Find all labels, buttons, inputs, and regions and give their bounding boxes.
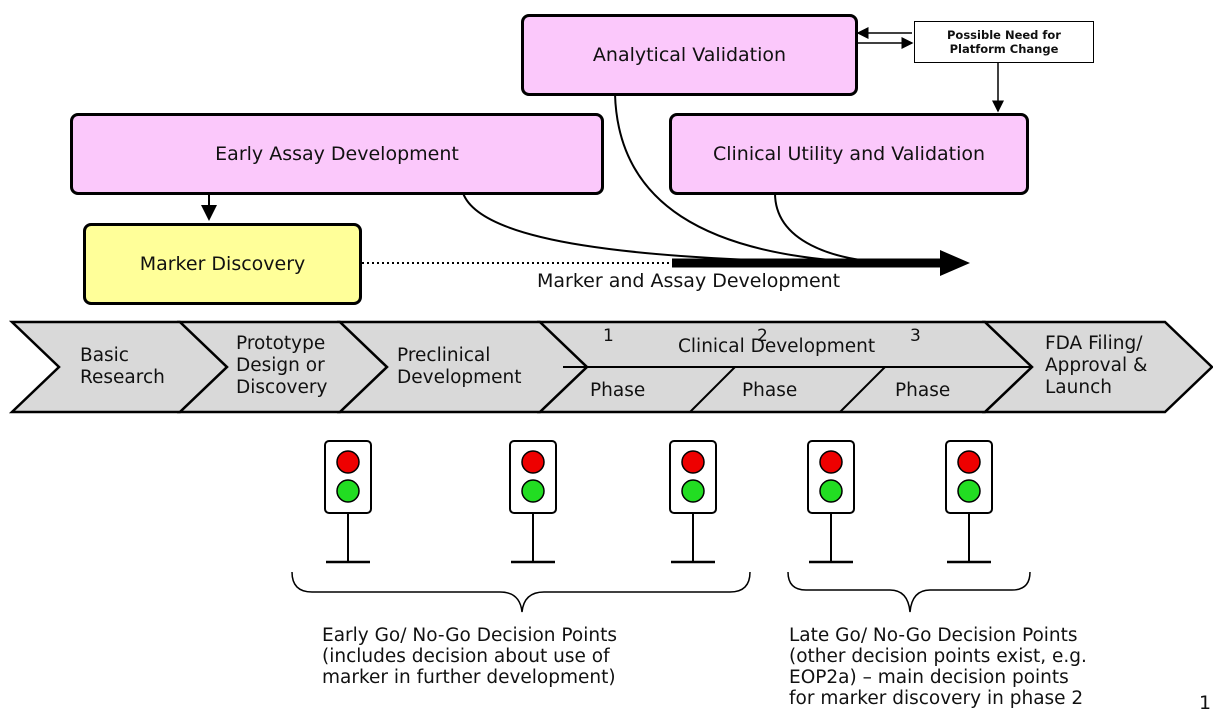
phase-2-label: Phase — [742, 380, 798, 401]
analytical-validation-box: Analytical Validation — [521, 14, 858, 96]
phase-number-3: 3 — [910, 326, 921, 346]
stage-basic-research: Basic Research — [80, 345, 165, 388]
traffic-light-2 — [509, 440, 557, 564]
phase-separator-2 — [839, 366, 886, 413]
phase-number-1: 1 — [603, 326, 614, 346]
clinical-utility-label: Clinical Utility and Validation — [712, 143, 986, 165]
phase-separator-1 — [689, 366, 736, 413]
late-brace — [787, 571, 1031, 613]
green-light-icon — [336, 479, 360, 503]
early-decision-caption: Early Go/ No-Go Decision Points (include… — [322, 625, 617, 688]
green-light-icon — [521, 479, 545, 503]
traffic-light-1 — [324, 440, 372, 564]
stage-prototype: Prototype Design or Discovery — [236, 333, 328, 398]
platform-change-note: Possible Need for Platform Change — [914, 21, 1094, 63]
traffic-light-5 — [945, 440, 993, 564]
marker-discovery-box: Marker Discovery — [83, 223, 362, 305]
clinical-utility-curve — [774, 192, 901, 264]
phase-3-label: Phase — [895, 380, 951, 401]
analytical-validation-curve — [614, 93, 881, 264]
platform-change-label: Possible Need for Platform Change — [947, 28, 1061, 56]
red-light-icon — [681, 450, 705, 474]
stage-fda-filing: FDA Filing/ Approval & Launch — [1045, 333, 1148, 398]
early-assay-curve — [462, 192, 901, 264]
development-arrow-head — [940, 250, 970, 276]
phase-1-label: Phase — [590, 380, 646, 401]
red-light-icon — [957, 450, 981, 474]
green-light-icon — [957, 479, 981, 503]
early-brace — [291, 571, 751, 613]
red-light-icon — [336, 450, 360, 474]
green-light-icon — [681, 479, 705, 503]
green-light-icon — [819, 479, 843, 503]
early-assay-development-box: Early Assay Development — [70, 113, 604, 195]
analytical-validation-label: Analytical Validation — [592, 44, 787, 66]
early-assay-label: Early Assay Development — [215, 143, 459, 165]
traffic-light-4 — [807, 440, 855, 564]
marker-discovery-label: Marker Discovery — [139, 253, 306, 275]
traffic-light-3 — [669, 440, 717, 564]
clinical-utility-box: Clinical Utility and Validation — [669, 113, 1029, 195]
late-decision-caption: Late Go/ No-Go Decision Points (other de… — [789, 625, 1087, 709]
page-number: 1 — [1199, 692, 1212, 714]
stage-preclinical: Preclinical Development — [397, 345, 522, 388]
phase-number-2: 2 — [757, 326, 768, 346]
red-light-icon — [521, 450, 545, 474]
marker-assay-development-label: Marker and Assay Development — [537, 270, 841, 292]
clinical-development-title: Clinical Development — [678, 336, 876, 357]
red-light-icon — [819, 450, 843, 474]
